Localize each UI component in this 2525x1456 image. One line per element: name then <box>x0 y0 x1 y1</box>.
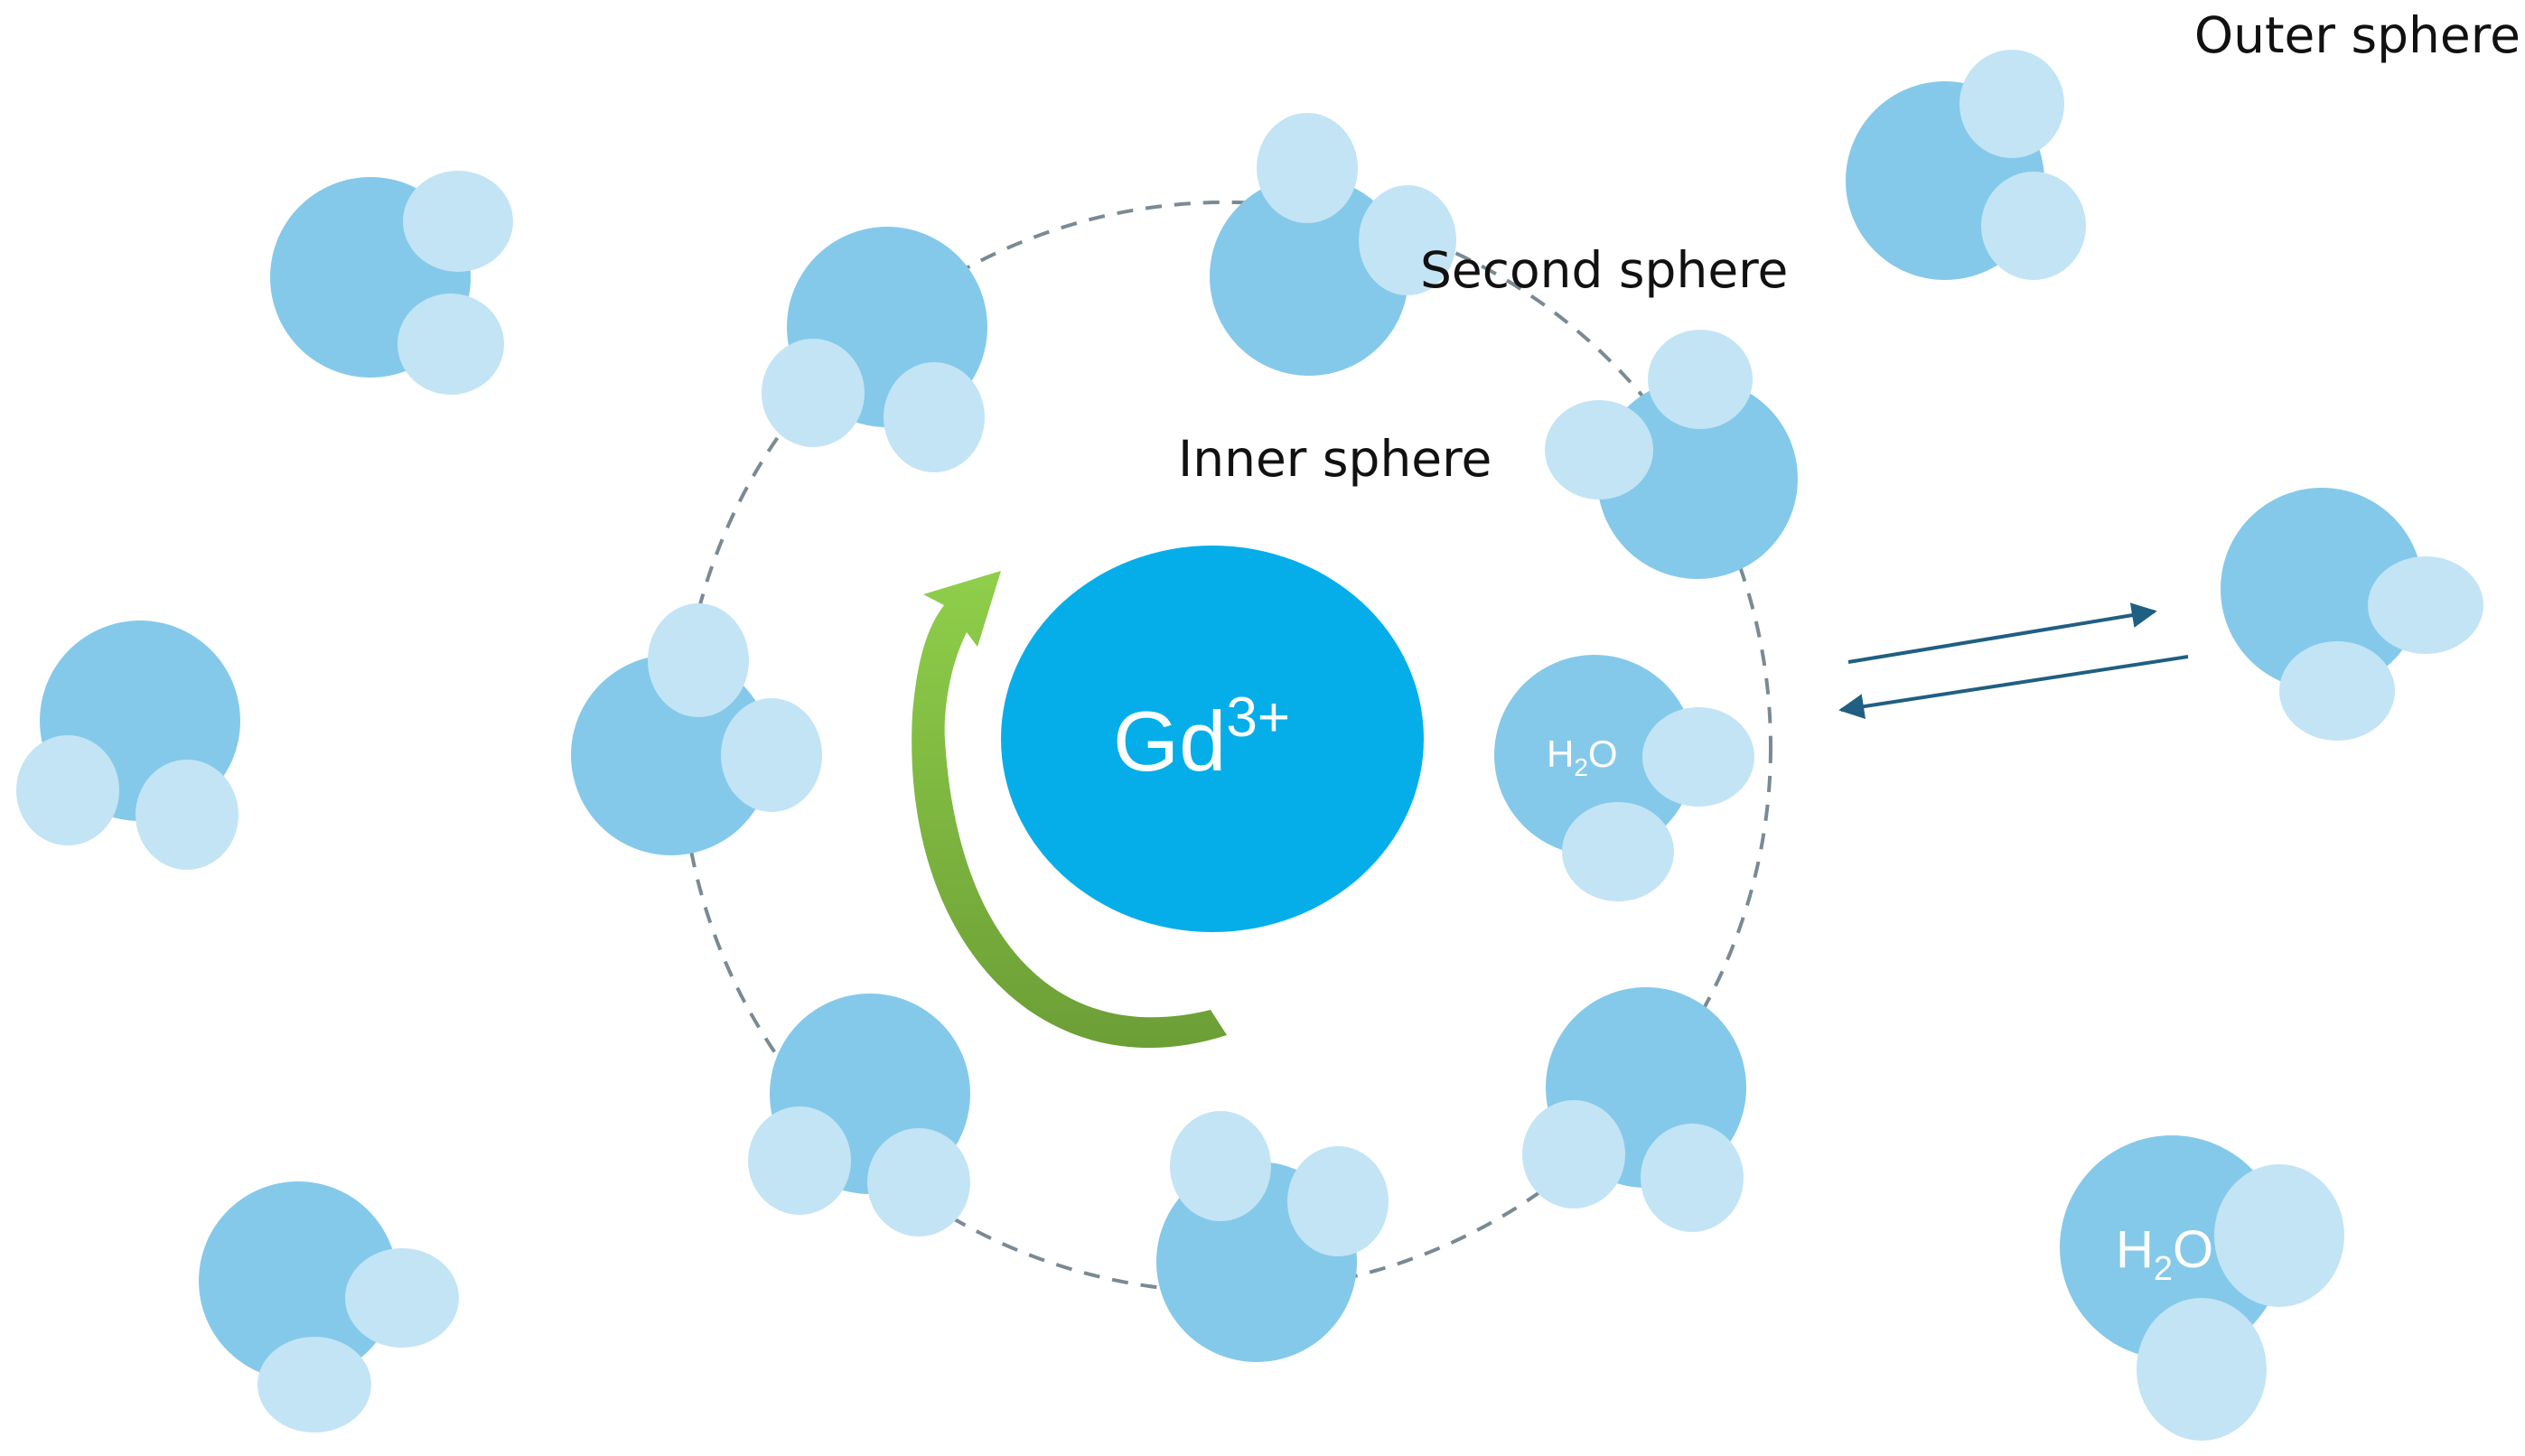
rotation-arrow <box>912 571 1227 1049</box>
water-molecule <box>1846 50 2086 280</box>
water-molecule-labeled: H2O <box>2060 1135 2344 1441</box>
inner-sphere-label: Inner sphere <box>1178 430 1492 488</box>
water-molecule <box>16 621 240 870</box>
water-label: H2O <box>1547 733 1618 781</box>
water-molecule <box>1210 113 1456 376</box>
outer-sphere-label: Outer sphere <box>2194 6 2520 64</box>
water-molecule <box>270 171 513 395</box>
water-molecule <box>1545 330 1798 579</box>
exchange-arrow-in <box>1838 655 2189 720</box>
water-molecule <box>571 603 822 855</box>
second-sphere-label: Second sphere <box>1420 241 1788 299</box>
water-molecule <box>199 1181 459 1433</box>
exchange-arrow-out <box>1847 602 2157 664</box>
water-molecule <box>1522 987 1746 1232</box>
water-molecule <box>762 227 987 472</box>
water-label: H2O <box>2116 1220 2213 1288</box>
water-molecule-labeled: H2O <box>1494 655 1754 901</box>
water-molecule <box>2221 488 2483 741</box>
gd-ion-label: Gd3+ <box>1113 686 1290 789</box>
water-molecule <box>748 994 970 1237</box>
gd-ion <box>1001 546 1424 932</box>
water-molecule <box>1156 1111 1389 1362</box>
